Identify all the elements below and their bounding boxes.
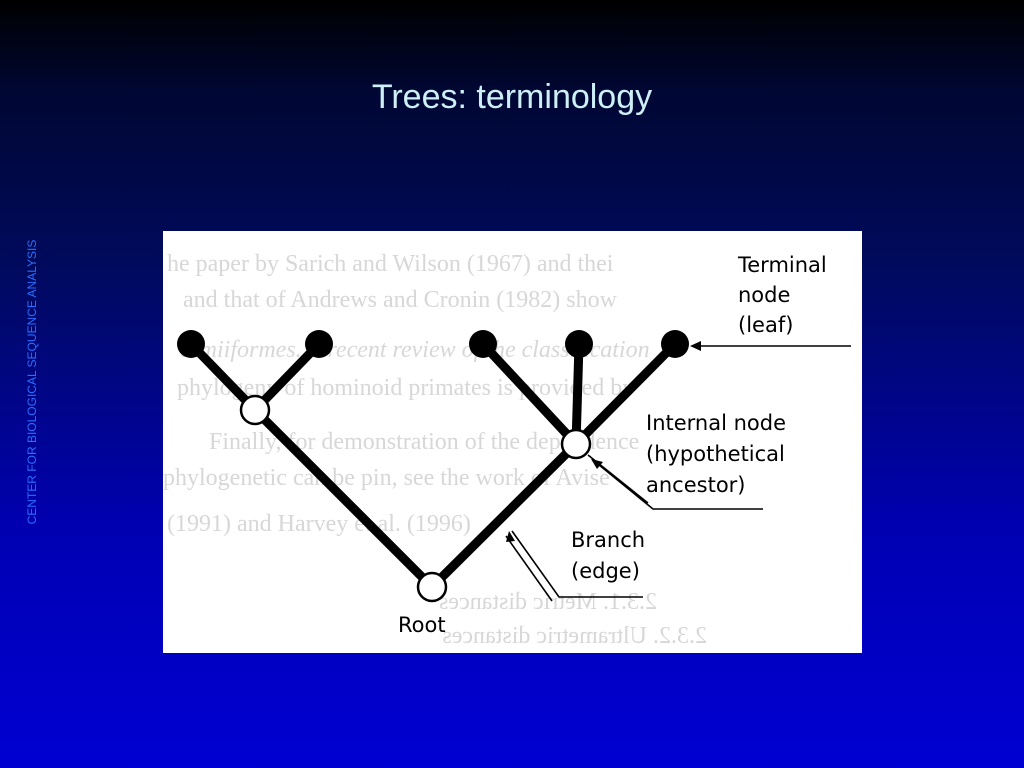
terminal-node-label-line3: (leaf): [738, 313, 793, 337]
branch-label-line2: (edge): [571, 559, 640, 583]
branch-to-leaf-5: [571, 339, 680, 449]
bleed-through-mirrored: 2.3.1. Metric distances 2.3.2. Ultrametr…: [439, 589, 707, 649]
bleed-line: 2.3.2. Ultrametric distances: [442, 623, 707, 649]
branch-root-to-internal-right: [427, 439, 581, 592]
bleed-line: he paper by Sarich and Wilson (1967) and…: [167, 251, 614, 277]
internal-node: [239, 394, 271, 426]
root-node: [416, 571, 448, 603]
terminal-node-label-line2: node: [738, 283, 790, 307]
terminal-node: [469, 330, 497, 358]
terminal-node: [565, 330, 593, 358]
terminal-node: [177, 330, 205, 358]
bleed-line: 2.3.1. Metric distances: [439, 589, 657, 615]
bleed-line: and that of Andrews and Cronin (1982) sh…: [183, 287, 618, 313]
internal-node-pointer: [592, 459, 763, 510]
terminal-node: [305, 330, 333, 358]
terminal-node: [661, 330, 689, 358]
branch-pointer: [511, 530, 643, 598]
branch-root-to-internal-left: [250, 405, 437, 592]
branch-to-leaf-1: [186, 339, 260, 415]
internal-node: [560, 428, 592, 460]
internal-node-label-line2: (hypothetical: [646, 442, 785, 466]
branch-to-leaf-4: [571, 339, 584, 449]
tree-diagram-figure: he paper by Sarich and Wilson (1967) and…: [163, 231, 862, 653]
arrowhead: [690, 341, 701, 351]
internal-node-label-line3: ancestor): [646, 473, 746, 497]
branch-to-leaf-2: [250, 339, 324, 415]
slide-title: Trees: terminology: [371, 78, 653, 116]
tree-diagram: he paper by Sarich and Wilson (1967) and…: [163, 251, 851, 649]
root-label: Root: [398, 613, 446, 637]
arrowhead: [506, 531, 515, 542]
bleed-line: (1991) and Harvey et al. (1996): [167, 511, 471, 537]
arrowhead: [591, 459, 603, 469]
branch-to-leaf-3: [478, 339, 581, 449]
terminal-node-label-line1: Terminal: [737, 253, 827, 277]
internal-node-label-line1: Internal node: [646, 411, 786, 435]
side-label: CENTER FOR BIOLOGICAL SEQUENCE ANALYSIS: [25, 239, 39, 525]
branch-pointer-shadow: [505, 535, 553, 602]
branch-label-line1: Branch: [571, 528, 645, 552]
